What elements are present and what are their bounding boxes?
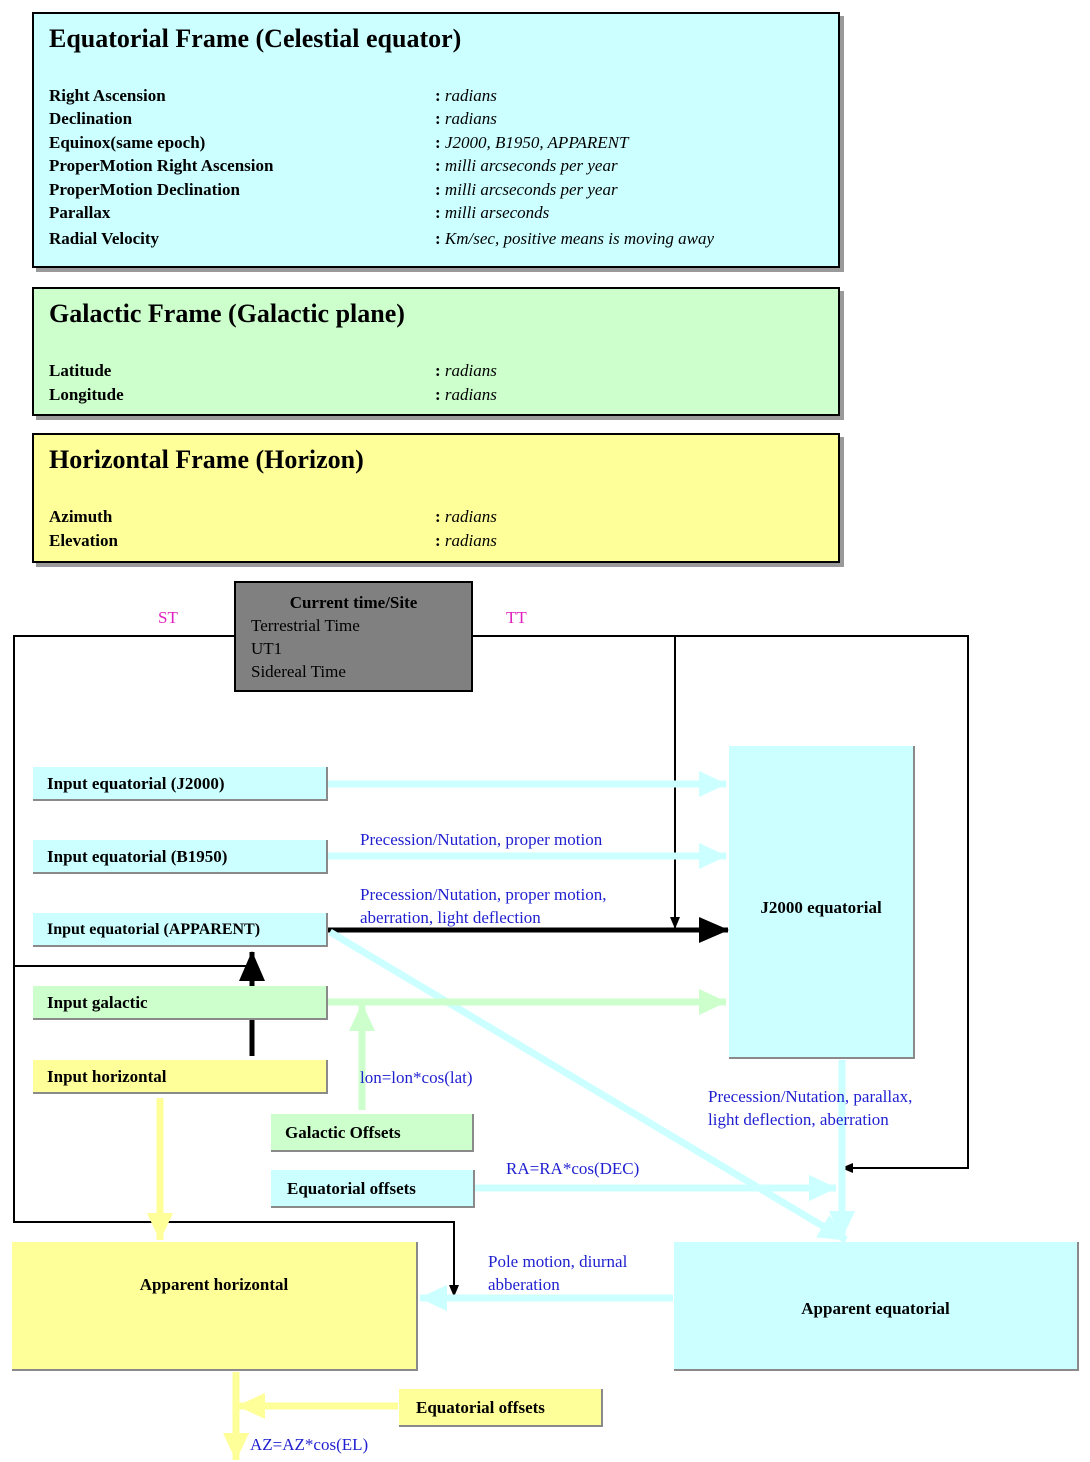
time-site-box: Current time/Site Terrestrial Time UT1 S… (234, 581, 473, 692)
property-name: Right Ascension (49, 86, 166, 105)
property-unit: radians (444, 361, 497, 380)
property-unit: radians (444, 385, 497, 404)
property-row: Equinox(same epoch) : J2000, B1950, APPA… (49, 133, 838, 155)
property-name: Declination (49, 109, 133, 128)
property-name: ProperMotion Declination (49, 180, 240, 199)
equatorial-frame-panel: Equatorial Frame (Celestial equator) Rig… (32, 12, 840, 268)
apparent-horizontal-box: Apparent horizontal (12, 1242, 418, 1371)
horizontal-frame-panel: Horizontal Frame (Horizon) Azimuth : rad… (32, 433, 840, 563)
time-site-line: Terrestrial Time (251, 616, 360, 635)
apparent-equatorial-label: Apparent equatorial (801, 1299, 950, 1318)
time-site-line: UT1 (251, 639, 283, 658)
property-name: Radial Velocity (49, 229, 160, 248)
time-site-line: Sidereal Time (251, 662, 346, 681)
apparent-conversion-label-2: aberration, light deflection (360, 908, 541, 927)
input-equatorial-b1950: Input equatorial (B1950) (33, 840, 328, 874)
property-unit: radians (444, 109, 497, 128)
property-row: Longitude : radians (49, 385, 838, 407)
separator: : (435, 156, 441, 175)
property-unit: milli arcseconds per year (444, 180, 618, 199)
lon-formula-label: lon=lon*cos(lat) (360, 1068, 473, 1087)
property-name: Latitude (49, 361, 112, 380)
j2000-to-apparent-label-1: Precession/Nutation, parallax, (708, 1087, 913, 1106)
equatorial-offsets-bottom-box: Equatorial offsets (399, 1389, 603, 1427)
separator: : (435, 361, 441, 380)
j2000-equatorial-label: J2000 equatorial (760, 898, 882, 917)
property-row: Right Ascension : radians (49, 86, 838, 108)
horizontal-frame-title: Horizontal Frame (Horizon) (49, 445, 364, 474)
st-signal-label: ST (158, 608, 178, 627)
galactic-frame-title: Galactic Frame (Galactic plane) (49, 299, 405, 328)
separator: : (435, 180, 441, 199)
separator: : (435, 86, 441, 105)
property-row: ProperMotion Declination : milli arcseco… (49, 180, 838, 202)
property-row: Radial Velocity : Km/sec, positive means… (49, 229, 838, 251)
apparent-horizontal-label: Apparent horizontal (139, 1275, 289, 1294)
property-row: Elevation : radians (49, 531, 838, 553)
property-unit: milli arcseconds per year (444, 156, 618, 175)
input-equatorial-apparent: Input equatorial (APPARENT) (33, 913, 328, 947)
time-site-title: Current time/Site (289, 593, 418, 612)
input-galactic: Input galactic (33, 986, 328, 1020)
galactic-frame-panel: Galactic Frame (Galactic plane) Latitude… (32, 287, 840, 416)
input-equatorial-j2000: Input equatorial (J2000) (33, 767, 328, 801)
ra-formula-label: RA=RA*cos(DEC) (506, 1159, 640, 1178)
apparent-conversion-label-1: Precession/Nutation, proper motion, (360, 885, 607, 904)
separator: : (435, 531, 441, 550)
property-row: Azimuth : radians (49, 507, 838, 529)
separator: : (435, 109, 441, 128)
pole-motion-label-2: abberation (488, 1275, 560, 1294)
input-horizontal: Input horizontal (33, 1060, 328, 1094)
az-formula-label: AZ=AZ*cos(EL) (250, 1435, 369, 1454)
separator: : (435, 133, 441, 152)
j2000-equatorial-box: J2000 equatorial (729, 746, 915, 1059)
st-feed-line (13, 635, 459, 1297)
separator: : (435, 229, 441, 248)
tt-signal-label: TT (506, 608, 527, 627)
pole-motion-label-1: Pole motion, diurnal (488, 1252, 628, 1271)
property-row: Declination : radians (49, 109, 838, 131)
property-unit: radians (444, 507, 497, 526)
equatorial-offsets-box: Equatorial offsets (271, 1170, 475, 1208)
property-row: Latitude : radians (49, 361, 838, 383)
tt-feed-line (473, 635, 969, 1173)
property-row: ProperMotion Right Ascension : milli arc… (49, 156, 838, 178)
property-name: Equinox(same epoch) (49, 133, 206, 152)
property-unit: radians (444, 86, 497, 105)
property-name: Azimuth (49, 507, 113, 526)
property-name: ProperMotion Right Ascension (49, 156, 274, 175)
separator: : (435, 203, 441, 222)
property-row: Parallax : milli arseconds (49, 203, 838, 225)
separator: : (435, 507, 441, 526)
equatorial-frame-title: Equatorial Frame (Celestial equator) (49, 24, 462, 53)
property-unit: milli arseconds (444, 203, 550, 222)
galactic-offsets-box: Galactic Offsets (271, 1114, 474, 1152)
b1950-conversion-label: Precession/Nutation, proper motion (360, 830, 603, 849)
property-name: Parallax (49, 203, 111, 222)
property-name: Longitude (49, 385, 124, 404)
separator: : (435, 385, 441, 404)
property-unit: Km/sec, positive means is moving away (444, 229, 715, 248)
property-unit: radians (444, 531, 497, 550)
property-unit: J2000, B1950, APPARENT (444, 133, 629, 152)
property-name: Elevation (49, 531, 118, 550)
j2000-to-apparent-label-2: light deflection, aberration (708, 1110, 889, 1129)
apparent-equatorial-box: Apparent equatorial (674, 1242, 1079, 1371)
